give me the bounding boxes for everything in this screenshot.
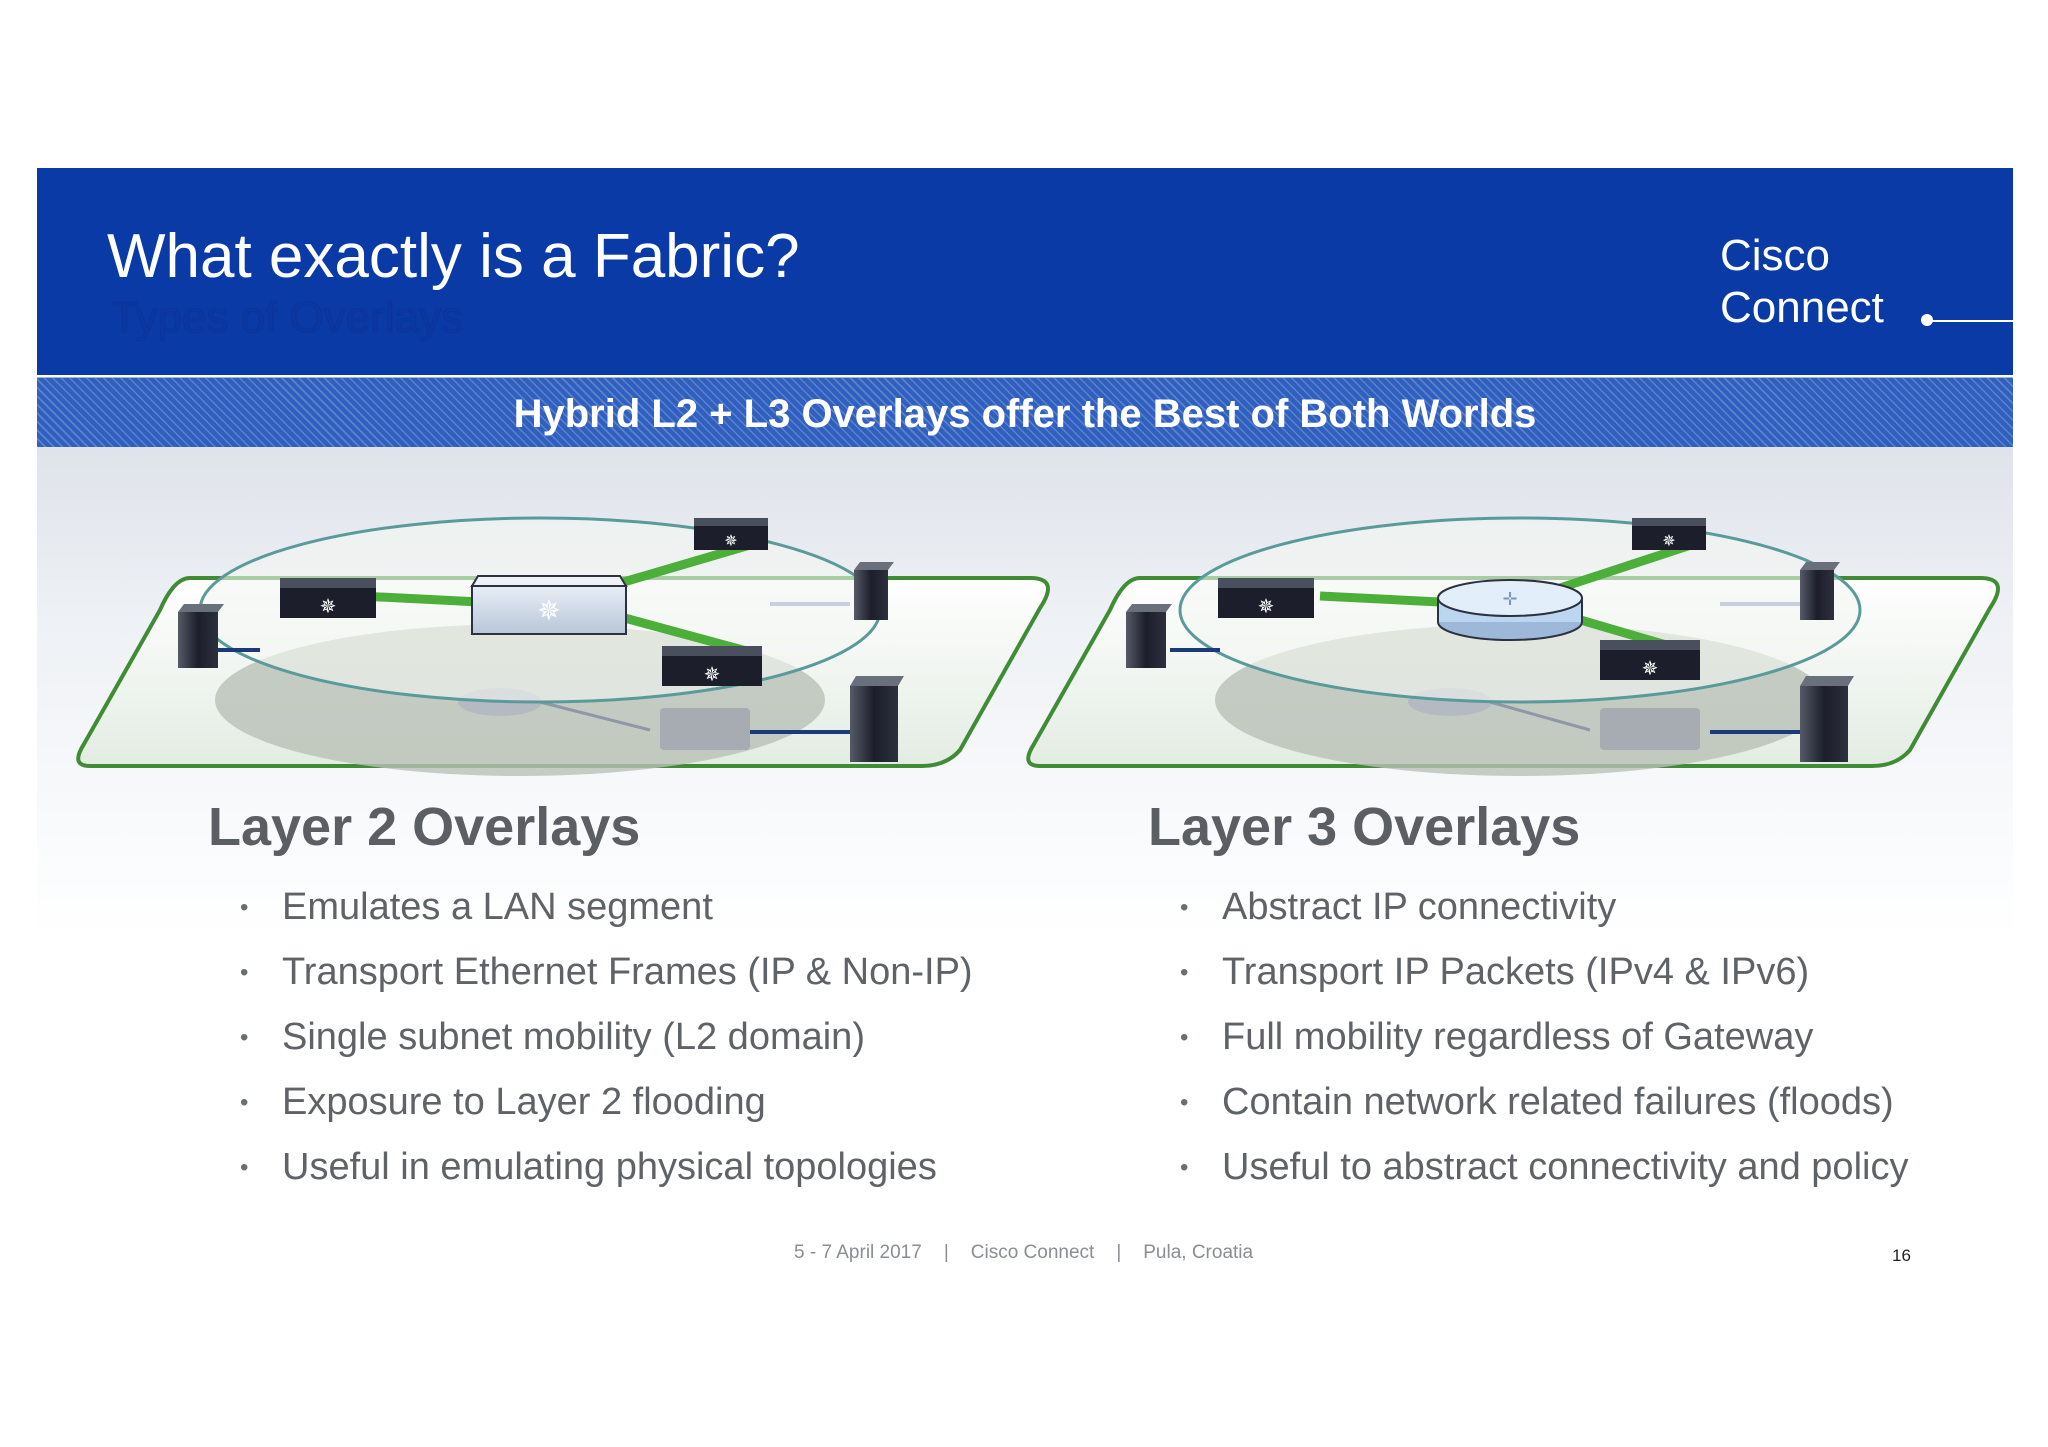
layer3-bullet: Full mobility regardless of Gateway — [1180, 1005, 1908, 1070]
layer2-bullet: Transport Ethernet Frames (IP & Non-IP) — [240, 940, 973, 1005]
layer3-title: Layer 3 Overlays — [1148, 797, 1581, 857]
layer2-bullet-list: Emulates a LAN segment Transport Etherne… — [240, 875, 973, 1200]
svg-text:✵: ✵ — [704, 662, 721, 686]
switch-icon: ✵ — [280, 578, 376, 618]
brand-dot-icon — [1921, 314, 1933, 326]
page-number: 16 — [1892, 1246, 1911, 1265]
layer3-bullet: Contain network related failures (floods… — [1180, 1070, 1908, 1135]
green-link — [1319, 591, 1441, 607]
footer-separator: | — [1116, 1242, 1122, 1263]
router-icon: ✛ — [1437, 579, 1583, 641]
footer-location: Pula, Croatia — [1143, 1242, 1254, 1263]
underlay-switch-icon — [1600, 708, 1700, 750]
server-icon — [1126, 604, 1172, 668]
layer2-title: Layer 2 Overlays — [208, 797, 641, 857]
footer-date: 5 - 7 April 2017 — [794, 1242, 922, 1263]
svg-text:✵: ✵ — [1642, 656, 1659, 680]
underlay-switch-icon — [660, 708, 750, 750]
brand-line-1: Cisco — [1720, 231, 1831, 280]
banner: Hybrid L2 + L3 Overlays offer the Best o… — [37, 377, 2013, 448]
layer3-bullet: Transport IP Packets (IPv4 & IPv6) — [1180, 940, 1908, 1005]
layer2-overlay-diagram: ✵ ✵ ✵ ✵ — [76, 516, 1050, 776]
layer2-bullet: Single subnet mobility (L2 domain) — [240, 1005, 973, 1070]
server-icon — [850, 676, 904, 762]
switch-icon: ✵ — [1632, 518, 1706, 550]
green-link — [608, 609, 752, 657]
svg-text:✵: ✵ — [537, 594, 560, 627]
svg-text:✛: ✛ — [1502, 589, 1517, 610]
server-icon — [1800, 562, 1840, 620]
slide-footer: 5 - 7 April 2017 | Cisco Connect | Pula, Cro… — [794, 1242, 1253, 1264]
footer-event: Cisco Connect — [970, 1242, 1095, 1263]
svg-text:✵: ✵ — [1258, 594, 1275, 618]
switch-icon: ✵ — [662, 646, 762, 686]
server-icon — [178, 604, 224, 668]
layer2-switch-icon: ✵ — [470, 575, 628, 635]
svg-text:✵: ✵ — [724, 531, 737, 550]
svg-text:✵: ✵ — [1662, 531, 1675, 550]
svg-text:✵: ✵ — [320, 594, 337, 618]
layer3-bullet-list: Abstract IP connectivity Transport IP Pa… — [1180, 875, 1908, 1200]
layer3-bullet: Abstract IP connectivity — [1180, 875, 1908, 940]
title-bar: What exactly is a Fabric? Types of Overl… — [37, 168, 2013, 375]
layer2-bullet: Exposure to Layer 2 flooding — [240, 1070, 973, 1135]
layer3-overlay-diagram: ✛ ✵ ✵ ✵ — [1026, 516, 2000, 776]
server-icon — [854, 562, 894, 620]
green-link — [359, 591, 481, 607]
brand-line-2: Connect — [1720, 283, 1884, 332]
layer2-bullet: Emulates a LAN segment — [240, 875, 973, 940]
slide-title: What exactly is a Fabric? — [107, 222, 800, 291]
banner-text: Hybrid L2 + L3 Overlays offer the Best o… — [513, 392, 1537, 436]
layer2-bullet: Useful in emulating physical topologies — [240, 1135, 973, 1200]
switch-icon: ✵ — [1600, 640, 1700, 680]
switch-icon: ✵ — [1218, 578, 1314, 618]
footer-separator: | — [943, 1242, 949, 1263]
brand-rule — [1927, 320, 2013, 322]
slide-subtitle: Types of Overlays — [111, 293, 464, 342]
server-icon — [1800, 676, 1854, 762]
switch-icon: ✵ — [694, 518, 768, 550]
layer3-bullet: Useful to abstract connectivity and poli… — [1180, 1135, 1908, 1200]
brand-logo: Cisco Connect — [1720, 230, 1884, 334]
